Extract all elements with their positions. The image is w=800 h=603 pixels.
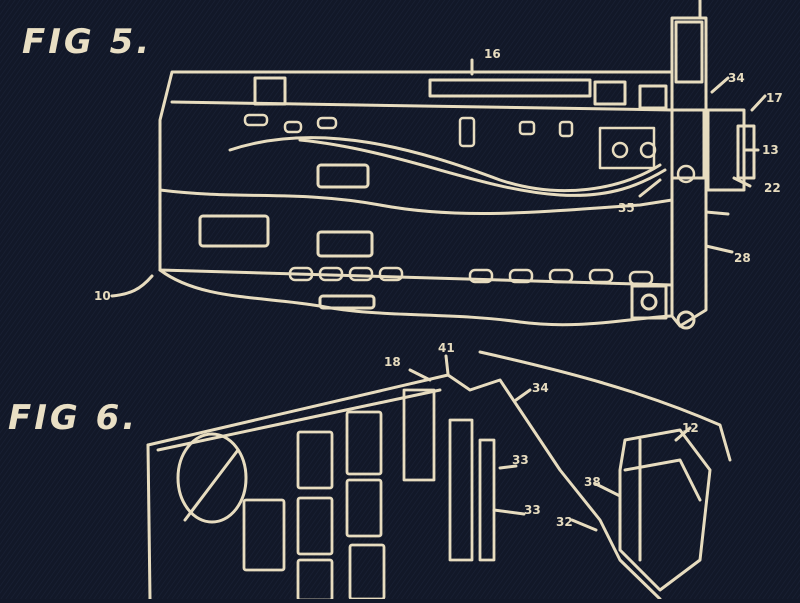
fig5-chip-row: [243, 113, 696, 184]
fig6-bracket-arc: [478, 350, 732, 462]
fig6-leader: [674, 426, 692, 442]
fig6-leader: [492, 508, 526, 516]
fig5-block: [198, 214, 270, 248]
fig5-leader: [110, 274, 154, 298]
fig6-ref-38: 38: [584, 475, 601, 489]
fig6-ref-33a: 33: [512, 453, 529, 467]
fig6-drawing: [146, 350, 732, 602]
fig6-ref-34: 34: [532, 381, 549, 395]
fig5-leader: [732, 176, 752, 188]
fig6-chips: [242, 388, 496, 602]
fig5-bracket-slot: [674, 20, 704, 84]
fig5-component: [630, 284, 668, 320]
fig5-ref-22: 22: [764, 181, 781, 195]
fig5-ref-10: 10: [94, 289, 111, 303]
fig5-leader: [704, 244, 734, 254]
fig5-component: [253, 76, 287, 106]
fig6-reference-numerals: 18 41 34 33 33 38 32 12: [384, 341, 699, 529]
fig6-ref-12: 12: [682, 421, 699, 435]
fig5-component: [638, 84, 668, 110]
fig5-leader: [704, 210, 730, 216]
fig6-ref-41: 41: [438, 341, 455, 355]
fig6-ref-18: 18: [384, 355, 401, 369]
fig6-ref-33b: 33: [524, 503, 541, 517]
fig5-ref-16: 16: [484, 47, 501, 61]
fig6-board-inner: [156, 388, 442, 452]
fig6-leader: [444, 354, 450, 376]
fig6-connector: [618, 428, 712, 592]
fig5-block: [316, 230, 374, 258]
fig5-block: [316, 163, 370, 189]
fig5-bottom-wave: [158, 268, 674, 327]
fig6-ref-32: 32: [556, 515, 573, 529]
fig5-ref-13: 13: [762, 143, 779, 157]
fig5-ref-17: 17: [766, 91, 783, 105]
fig6-leader: [498, 464, 518, 470]
fig5-leader: [710, 76, 730, 94]
fig6-connector-edge: [623, 458, 702, 502]
fig6-board-left-edge: [146, 443, 152, 601]
fig6-leader: [594, 482, 622, 498]
fig5-ref-28: 28: [734, 251, 751, 265]
fig5-block: [318, 294, 376, 310]
fig6-leader: [514, 388, 532, 402]
fig5-title: FIG 5.: [22, 22, 153, 62]
fig5-leader: [638, 178, 662, 198]
fig5-component: [593, 80, 627, 106]
fig5-connector-plug: [736, 124, 756, 180]
fig5-reference-numerals: 16 34 17 13 22 35 28 10: [94, 47, 783, 303]
fig6-leader: [570, 518, 598, 532]
fig5-board-outline: [158, 70, 706, 287]
fig5-screw-hole: [640, 293, 658, 311]
fig5-cable-2: [298, 138, 667, 197]
fig5-connector-strip: [428, 78, 592, 98]
fig6-dial-indicator: [183, 448, 240, 522]
fig6-dial: [176, 432, 248, 524]
fig5-drawing: [110, 0, 767, 330]
fig5-screw-hole: [676, 310, 696, 330]
fig6-title: FIG 6.: [8, 398, 139, 438]
fig6-board-outline: [146, 373, 662, 601]
fig5-edge-contacts: [288, 266, 654, 286]
fig5-ref-34: 34: [728, 71, 745, 85]
fig5-lower-profile: [158, 188, 674, 216]
fig5-ref-35: 35: [618, 201, 635, 215]
fig5-leader: [750, 94, 767, 112]
fig5-cable: [228, 136, 662, 193]
fig6-leader: [408, 368, 432, 382]
